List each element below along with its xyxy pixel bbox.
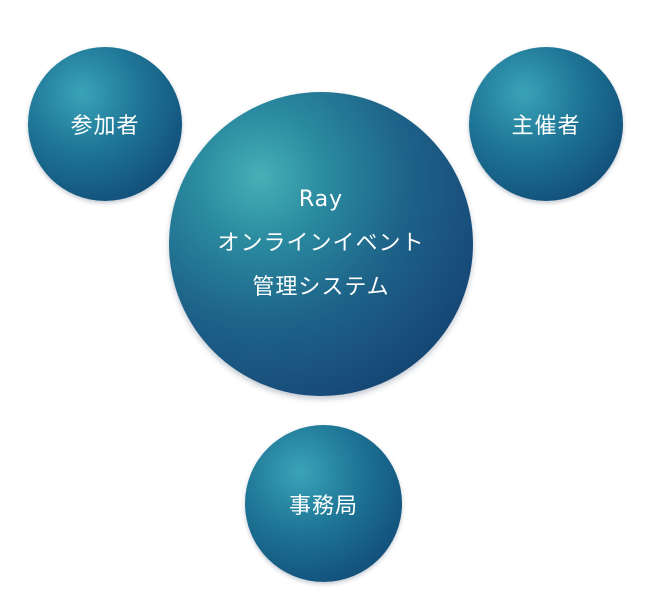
- system-label-line-3: 管理システム: [252, 275, 390, 300]
- office-label: 事務局: [288, 493, 358, 519]
- office-circle: 事務局: [245, 425, 402, 582]
- system-circle: Ray オンラインイベント 管理システム: [169, 92, 473, 396]
- system-label-line-1: Ray: [298, 187, 344, 212]
- system-label: Ray オンラインイベント 管理システム: [217, 185, 424, 303]
- participant-circle: 参加者: [28, 47, 182, 201]
- organizer-label: 主催者: [511, 114, 581, 139]
- participant-label: 参加者: [70, 114, 140, 139]
- system-label-line-2: オンラインイベント: [217, 231, 425, 256]
- organizer-circle: 主催者: [469, 47, 623, 201]
